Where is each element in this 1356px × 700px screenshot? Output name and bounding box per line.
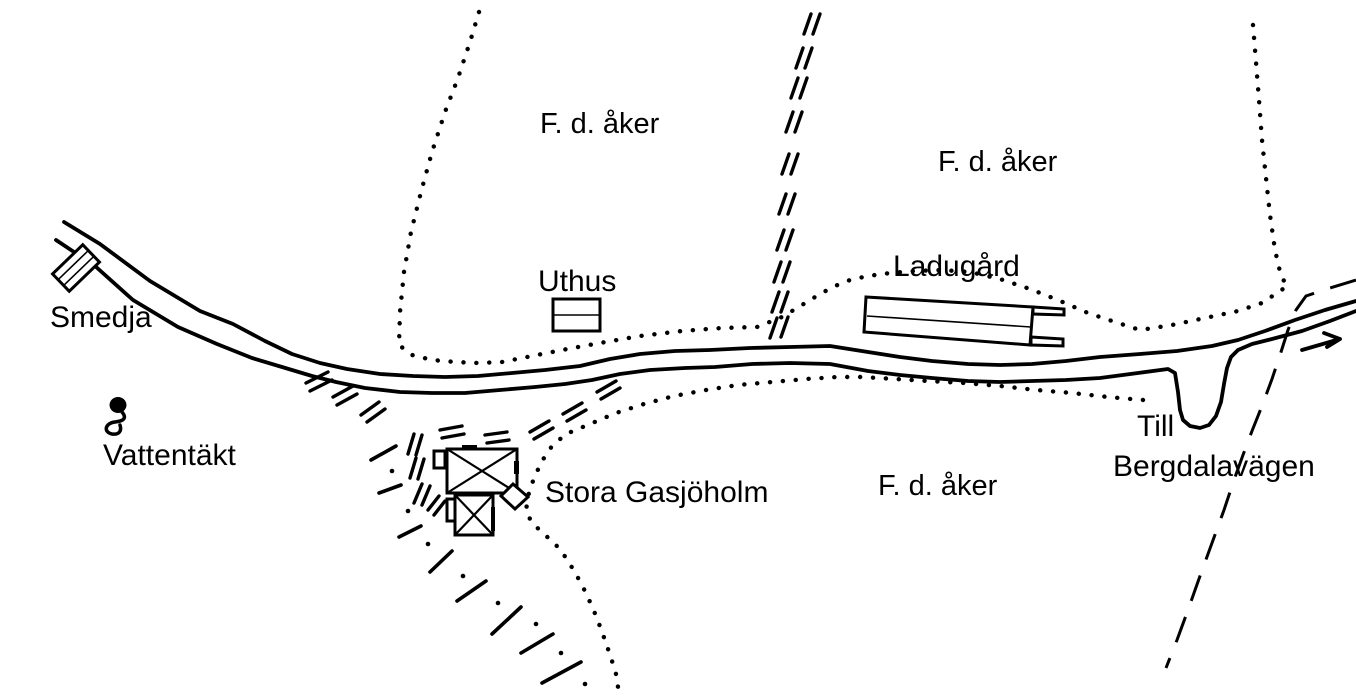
label-direction-line1: Till (1137, 410, 1174, 443)
label-barn: Ladugård (893, 250, 1020, 283)
well-diamond-symbol (498, 481, 531, 512)
main-road-lower-edge (54, 238, 1356, 430)
outbuilding-symbol (551, 297, 602, 333)
farmhouse-symbol (432, 445, 531, 537)
label-field-top-right: F. d. åker (938, 146, 1058, 178)
main-road-upper-edge (62, 220, 1356, 379)
road-direction-arrow (1300, 331, 1342, 352)
label-direction-line2: Bergdalavägen (1113, 450, 1315, 483)
label-water-source: Vattentäkt (103, 439, 237, 472)
label-smithy: Smedja (50, 301, 152, 334)
cart-track-north-double-dashes (768, 12, 822, 340)
smithy-building-symbol (50, 242, 102, 294)
main-road (54, 220, 1356, 430)
label-field-top-left: F. d. åker (540, 108, 660, 140)
label-outbuilding: Uthus (538, 265, 616, 298)
label-farm: Stora Gasjöholm (545, 476, 768, 509)
dash-dot-boundary (369, 444, 588, 687)
water-source-symbol (104, 397, 127, 436)
field-boundary-dotted-northeast (1250, 22, 1292, 292)
field-boundary-dotted-south (523, 374, 1146, 690)
barn-symbol (862, 295, 1066, 348)
field-boundary-dotted-north (396, 9, 1286, 366)
farm-track-double-dashes (304, 370, 622, 517)
label-field-bottom: F. d. åker (878, 470, 998, 502)
dashed-road (1164, 278, 1356, 669)
